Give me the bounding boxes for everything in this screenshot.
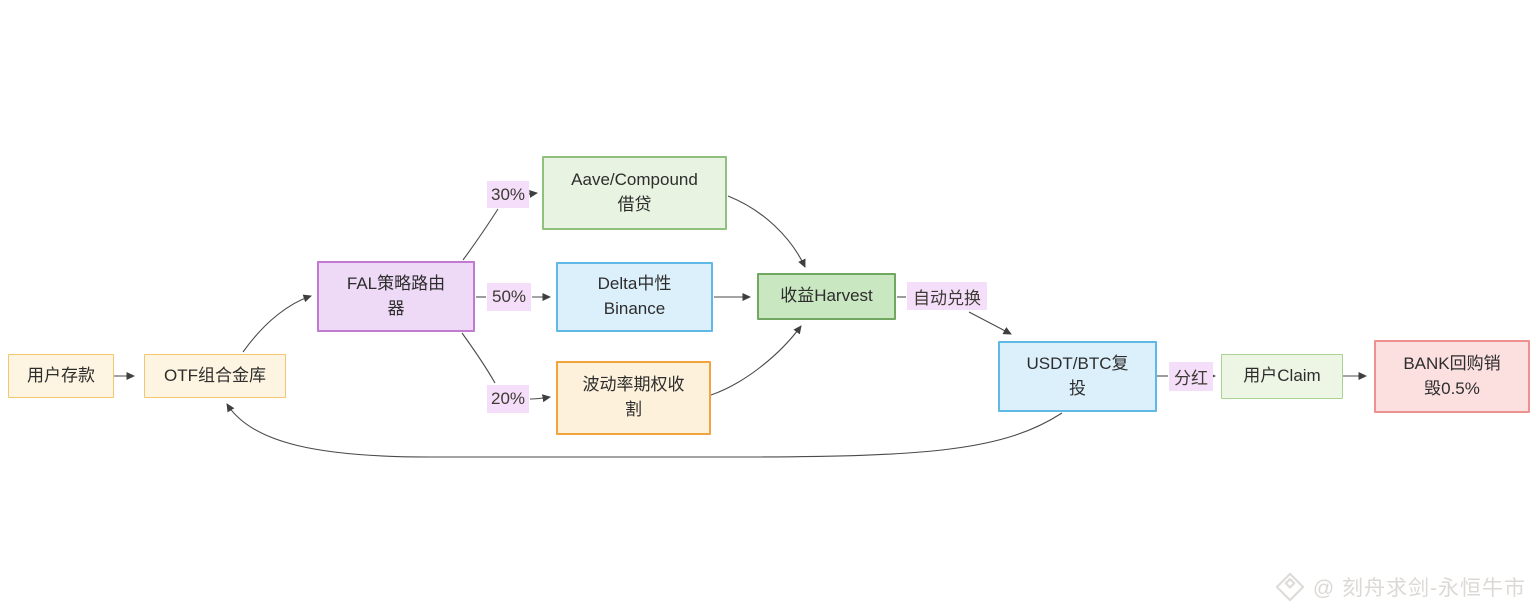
edge-label-50pct[interactable]: 50%: [487, 283, 531, 311]
node-otf-vault[interactable]: OTF组合金库: [144, 354, 286, 398]
edge-fal-to-30: [462, 208, 499, 261]
edge-30-to-aave: [528, 189, 538, 198]
edge-label-30pct[interactable]: 30%: [487, 181, 529, 208]
node-usdt-btc-reinvest[interactable]: USDT/BTC复 投: [998, 341, 1157, 412]
edge-aave-to-harvest: [727, 195, 806, 268]
node-aave-compound-lending[interactable]: Aave/Compound 借贷: [542, 156, 727, 230]
watermark-handle: @ 刻舟求剑-永恒牛市: [1312, 577, 1526, 600]
watermark: @ 刻舟求剑-永恒牛市: [1275, 572, 1526, 602]
edge-swap-to-usdt: [968, 311, 1012, 335]
node-delta-neutral-binance[interactable]: Delta中性 Binance: [556, 262, 713, 332]
edge-otf-to-fal: [242, 294, 312, 353]
edge-fal-to-20: [461, 332, 496, 384]
edge-label-dividend[interactable]: 分红: [1169, 362, 1213, 391]
edge-vol-to-harvest: [710, 325, 802, 396]
node-bank-buyback-burn[interactable]: BANK回购销 毁0.5%: [1374, 340, 1530, 413]
edge-20-to-vol: [529, 394, 551, 403]
binance-diamond-icon: [1275, 572, 1305, 602]
node-yield-harvest[interactable]: 收益Harvest: [757, 273, 896, 320]
node-user-claim[interactable]: 用户Claim: [1221, 354, 1343, 399]
node-fal-router[interactable]: FAL策略路由 器: [317, 261, 475, 332]
edge-label-auto-swap[interactable]: 自动兑换: [907, 282, 987, 310]
node-volatility-option-harvest[interactable]: 波动率期权收 割: [556, 361, 711, 435]
node-user-deposit[interactable]: 用户存款: [8, 354, 114, 398]
edge-label-20pct[interactable]: 20%: [487, 385, 529, 413]
